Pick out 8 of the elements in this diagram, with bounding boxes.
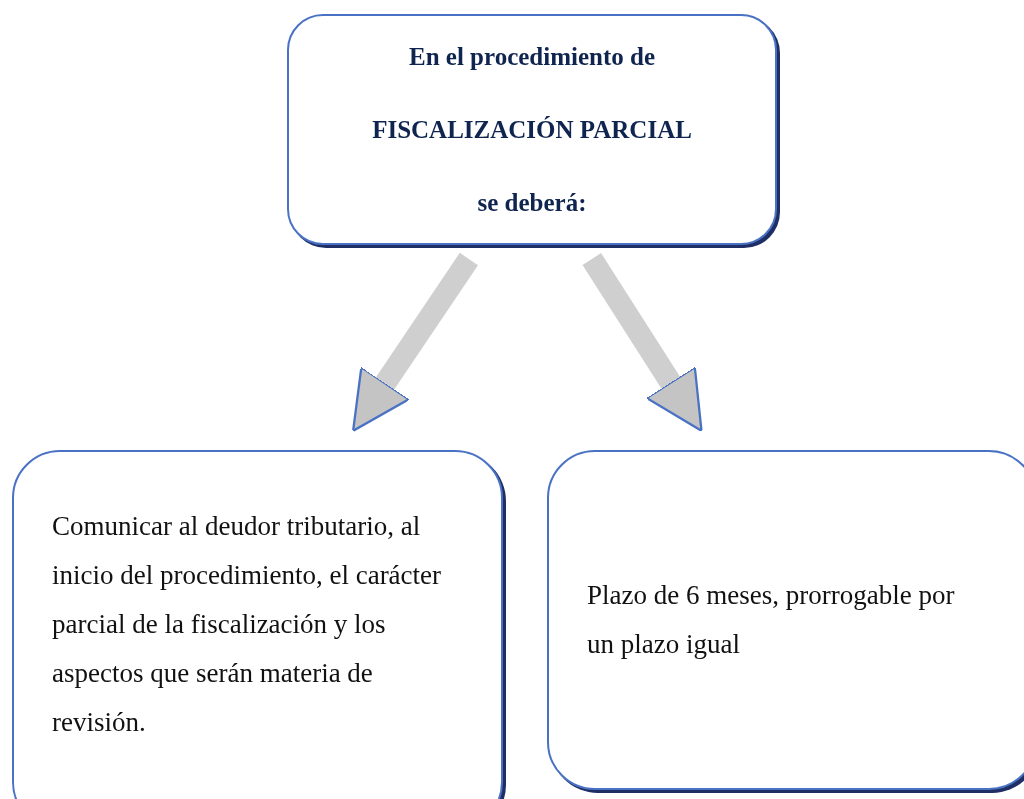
box-text: Plazo de 6 meses, prorrogable por un plazo igual	[587, 579, 956, 661]
box-text: Comunicar al deudor tributario, al inicio del procedimiento, el carácter parcial de la fiscalización y los aspectos que serán materia de revisión.	[52, 510, 443, 739]
rounded-box	[547, 450, 1024, 790]
rounded-box	[287, 14, 777, 245]
block-arrow	[351, 252, 478, 432]
block-arrow	[582, 253, 703, 432]
box-heading: En el procedimiento de FISCALIZACIÓN PARCIAL se deberá:	[371, 42, 693, 218]
rounded-box	[12, 450, 503, 799]
